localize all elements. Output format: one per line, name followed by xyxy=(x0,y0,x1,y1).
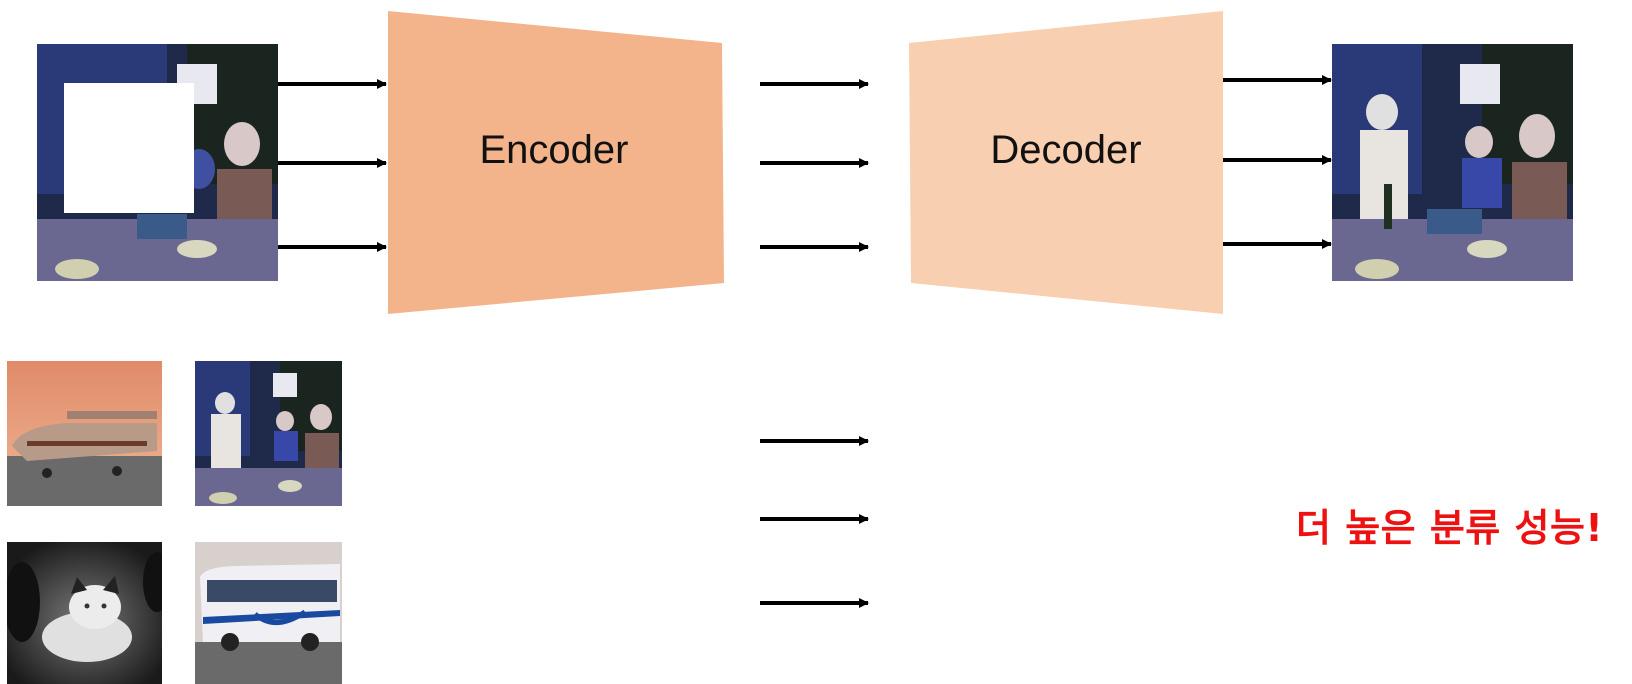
bus-photo-icon xyxy=(195,542,342,684)
mask-region xyxy=(64,83,194,213)
dinner-photo-icon xyxy=(195,361,342,506)
encoder-block xyxy=(388,11,724,314)
encoder-label: Encoder xyxy=(480,128,629,172)
masked-dinner-photo-icon xyxy=(37,44,278,281)
decoder-label: Decoder xyxy=(990,128,1141,172)
result-label: 더 높은 분류 성능! xyxy=(1296,506,1604,550)
reconstructed-dinner-photo-icon xyxy=(1332,44,1573,281)
airplane-photo-icon xyxy=(7,361,162,506)
decoder-block xyxy=(909,11,1223,314)
cat-photo-icon xyxy=(7,542,162,684)
